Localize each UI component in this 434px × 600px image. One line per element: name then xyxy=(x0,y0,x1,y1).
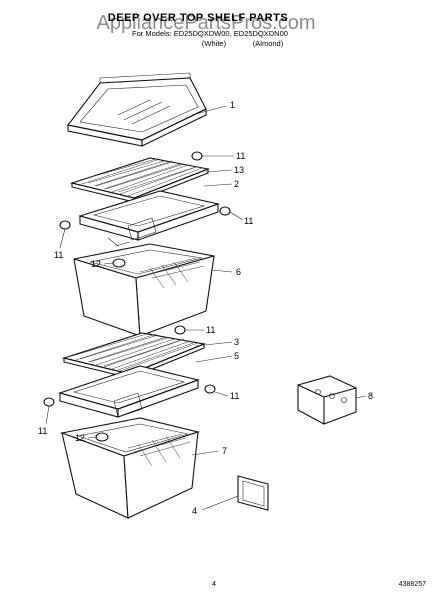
callout-crisper-drawer: 6 xyxy=(236,267,241,277)
page-number: 4 xyxy=(212,581,216,588)
crisper-drawer xyxy=(73,243,215,337)
callout-wire-cover-top: 13 xyxy=(234,165,244,175)
callout-spacer-left-2: 11 xyxy=(38,426,47,436)
variant-almond: (Almond) xyxy=(253,39,284,48)
callout-crisper-cover-top: 2 xyxy=(234,179,239,189)
control-slide xyxy=(237,475,269,511)
callout-bin-side: 8 xyxy=(368,391,373,401)
meat-cover xyxy=(58,365,200,418)
callout-roller-bottom: 12 xyxy=(75,433,85,443)
callout-spacer-left-1: 11 xyxy=(54,250,63,260)
callout-meat-cover: 5 xyxy=(234,351,239,361)
callout-spacer-mid-right: 11 xyxy=(206,325,215,335)
callout-spacer-top-right: 11 xyxy=(236,151,245,161)
leader-lines xyxy=(45,105,367,511)
callout-wire-cover-bottom: 3 xyxy=(234,337,239,347)
side-bin xyxy=(297,375,357,425)
lattice-cover-top xyxy=(69,157,210,203)
callout-shelf-glass: 1 xyxy=(230,100,235,110)
callout-spacer-right-2: 11 xyxy=(244,216,253,226)
callout-roller-top: 12 xyxy=(91,259,101,269)
callout-meat-drawer: 7 xyxy=(222,446,227,456)
callout-labels: 1 11 13 2 11 11 12 6 11 3 5 11 11 12 7 8… xyxy=(38,100,373,516)
diagram-title: DEEP OVER TOP SHELF PARTS xyxy=(108,12,288,24)
callout-spacer-lower-right: 11 xyxy=(230,391,239,401)
callout-control-slide: 4 xyxy=(192,506,197,516)
models-line: For Models: ED25DQXDW00, ED25DQXDN00 xyxy=(132,29,288,38)
glass-shelf xyxy=(67,72,207,147)
variant-white: (White) xyxy=(202,39,227,48)
watermark: AppliancePartsPros.com xyxy=(97,12,316,34)
part-code: 4388257 xyxy=(399,581,426,588)
crisper-cover-top xyxy=(78,190,220,247)
meat-drawer xyxy=(59,417,201,519)
